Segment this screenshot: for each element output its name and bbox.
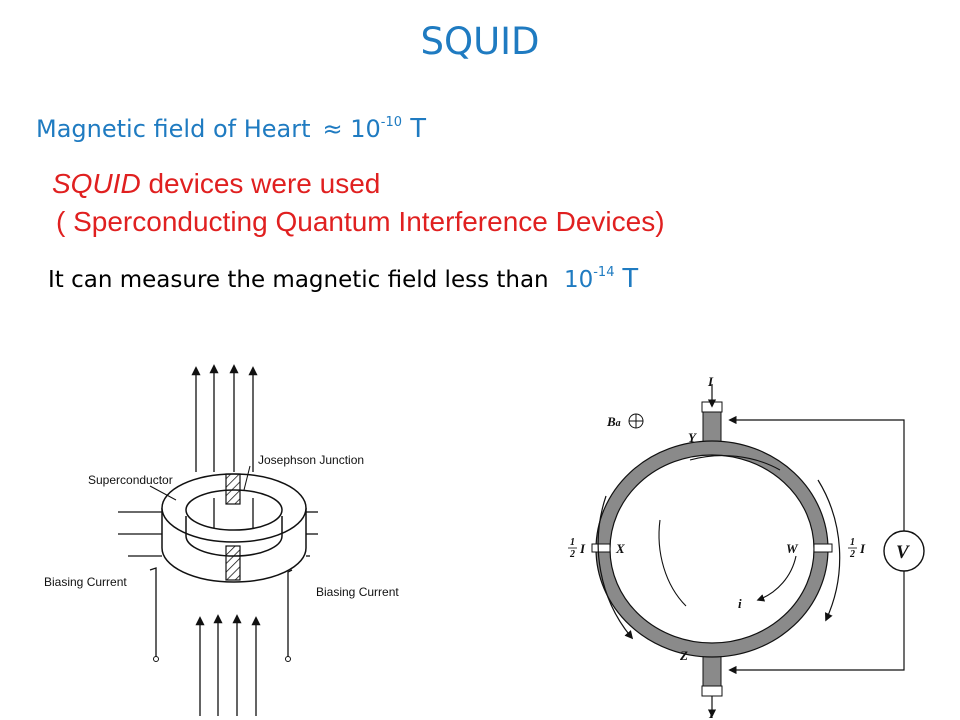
- point-y-label: Y: [688, 430, 697, 445]
- field-arrows-top: [191, 364, 258, 472]
- svg-text:1: 1: [850, 537, 855, 548]
- slide-title: SQUID: [420, 20, 540, 63]
- measure-unit: T: [621, 262, 639, 293]
- terminal-right: [285, 656, 291, 662]
- field-label: Ba: [606, 414, 621, 429]
- measure-exponent: -14: [593, 265, 615, 280]
- measure-text: It can measure the magnetic field less t…: [48, 267, 549, 293]
- voltmeter-label: V: [896, 542, 910, 563]
- svg-text:I: I: [579, 541, 586, 556]
- superconducting-ring: [161, 473, 307, 583]
- heart-unit: T: [409, 112, 427, 143]
- squid-full-name: ( Sperconducting Quantum Interference De…: [56, 206, 665, 237]
- heart-base: 10: [350, 115, 381, 143]
- current-top-label: I: [707, 374, 714, 389]
- measure-line: It can measure the magnetic field less t…: [48, 262, 639, 294]
- svg-text:2: 2: [569, 549, 575, 560]
- biasing-current-right-label: Biasing Current: [316, 585, 399, 599]
- point-w-label: W: [786, 541, 799, 556]
- half-current-left: 1 2 I: [568, 537, 586, 560]
- inner-current-label: i: [738, 596, 742, 611]
- heart-field-line: Magnetic field of Heart ≈ 10-10 T: [36, 112, 427, 144]
- current-bottom-label: I: [708, 706, 715, 720]
- voltmeter: [883, 530, 925, 572]
- svg-text:I: I: [859, 541, 866, 556]
- right-squid-diagram: V I I Ba Y X W Z i 1 2 I 1 2 I: [568, 374, 925, 720]
- josephson-junction-label: Josephson Junction: [258, 453, 364, 467]
- used-text: devices were used: [140, 168, 381, 199]
- svg-text:2: 2: [849, 549, 855, 560]
- squid-used-line: SQUID devices were used: [52, 168, 380, 200]
- bias-leads: [118, 511, 318, 658]
- field-arrows-bottom: [195, 614, 261, 716]
- half-current-right: 1 2 I: [848, 537, 866, 560]
- junction-top: [225, 473, 241, 505]
- svg-text:1: 1: [570, 537, 575, 548]
- voltmeter-wiring: [728, 415, 905, 675]
- heart-label: Magnetic field of Heart: [36, 115, 311, 143]
- point-z-label: Z: [679, 648, 688, 663]
- point-x-label: X: [615, 541, 625, 556]
- approx-symbol: ≈: [322, 115, 343, 143]
- squid-word: SQUID: [52, 168, 141, 199]
- terminal-left: [153, 656, 159, 662]
- measure-base: 10: [563, 267, 594, 293]
- biasing-current-left-label: Biasing Current: [44, 575, 127, 589]
- junction-bottom: [225, 545, 241, 581]
- heart-exponent: -10: [380, 115, 403, 130]
- left-squid-diagram: Josephson Junction Superconductor Biasin…: [44, 364, 399, 716]
- superconductor-label: Superconductor: [88, 473, 173, 487]
